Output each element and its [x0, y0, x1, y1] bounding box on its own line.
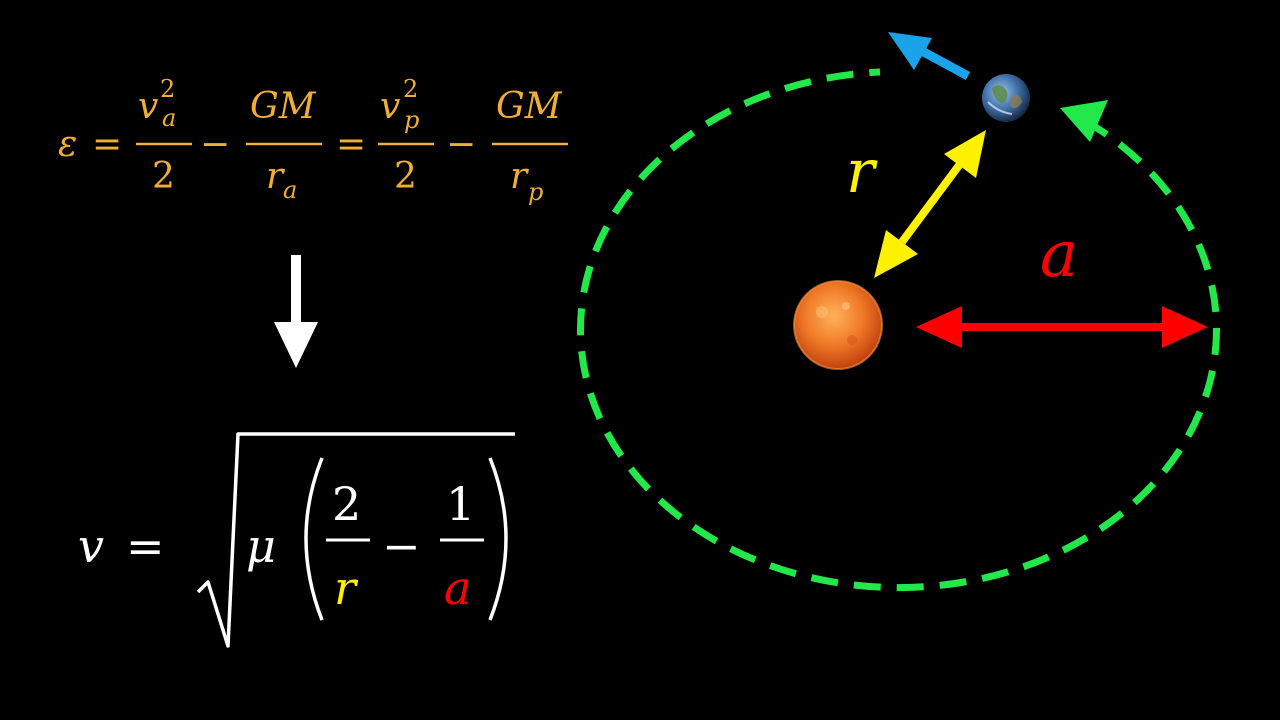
- down-arrow-icon: [274, 255, 318, 368]
- sun-icon: [793, 280, 883, 370]
- superscript-two: 2: [403, 75, 418, 103]
- fraction-one-over-a: 1 a: [440, 477, 484, 615]
- subscript-a: a: [283, 176, 297, 204]
- subscript-p: p: [528, 178, 543, 206]
- left-parenthesis: [304, 457, 324, 621]
- v-symbol: v: [138, 86, 158, 127]
- velocity-arrow-icon: [888, 32, 971, 80]
- gm-symbol: GM: [496, 86, 563, 127]
- equals-sign: =: [126, 519, 165, 573]
- equals-sign: =: [92, 124, 122, 165]
- right-parenthesis: [488, 457, 508, 621]
- mu-symbol: μ: [246, 519, 276, 573]
- numerator-one: 1: [446, 477, 475, 531]
- energy-equation: ε = v 2 a 2 − GM r a = v 2 p 2 −: [58, 75, 568, 206]
- denominator-a: a: [444, 561, 471, 615]
- v-symbol: v: [380, 86, 400, 127]
- fraction-vp-squared-over-two: v 2 p 2: [378, 75, 434, 197]
- semi-major-axis-a-arrow: [916, 306, 1208, 348]
- semi-major-axis-label-a: a: [1040, 218, 1078, 292]
- fraction-two-over-r: 2 r: [326, 477, 370, 615]
- orbit-direction-arrow-icon: [1060, 100, 1108, 142]
- minus-sign: −: [200, 124, 230, 165]
- fraction-gm-over-rp: GM r p: [492, 86, 568, 206]
- gm-symbol: GM: [250, 86, 317, 127]
- fraction-va-squared-over-two: v 2 a 2: [136, 75, 192, 197]
- denominator-two: 2: [152, 156, 175, 197]
- r-symbol: r: [266, 156, 285, 197]
- square-root-sign: [196, 432, 515, 648]
- subscript-a: a: [162, 104, 176, 132]
- orbit-diagram: r a: [577, 32, 1220, 592]
- v-symbol: v: [78, 519, 104, 573]
- minus-sign: −: [446, 124, 476, 165]
- equals-sign: =: [336, 124, 366, 165]
- denominator-r: r: [334, 561, 359, 615]
- minus-sign: −: [382, 519, 421, 573]
- superscript-two: 2: [160, 75, 175, 103]
- vis-viva-equation: v = μ 2 r − 1 a: [78, 432, 515, 648]
- fraction-gm-over-ra: GM r a: [246, 86, 322, 204]
- subscript-p: p: [404, 106, 419, 134]
- radius-label-r: r: [846, 137, 878, 207]
- earth-icon: [982, 74, 1030, 122]
- r-symbol: r: [510, 156, 529, 197]
- numerator-two: 2: [332, 477, 361, 531]
- denominator-two: 2: [394, 156, 417, 197]
- epsilon-symbol: ε: [58, 124, 77, 165]
- radius-r-arrow: [874, 130, 986, 278]
